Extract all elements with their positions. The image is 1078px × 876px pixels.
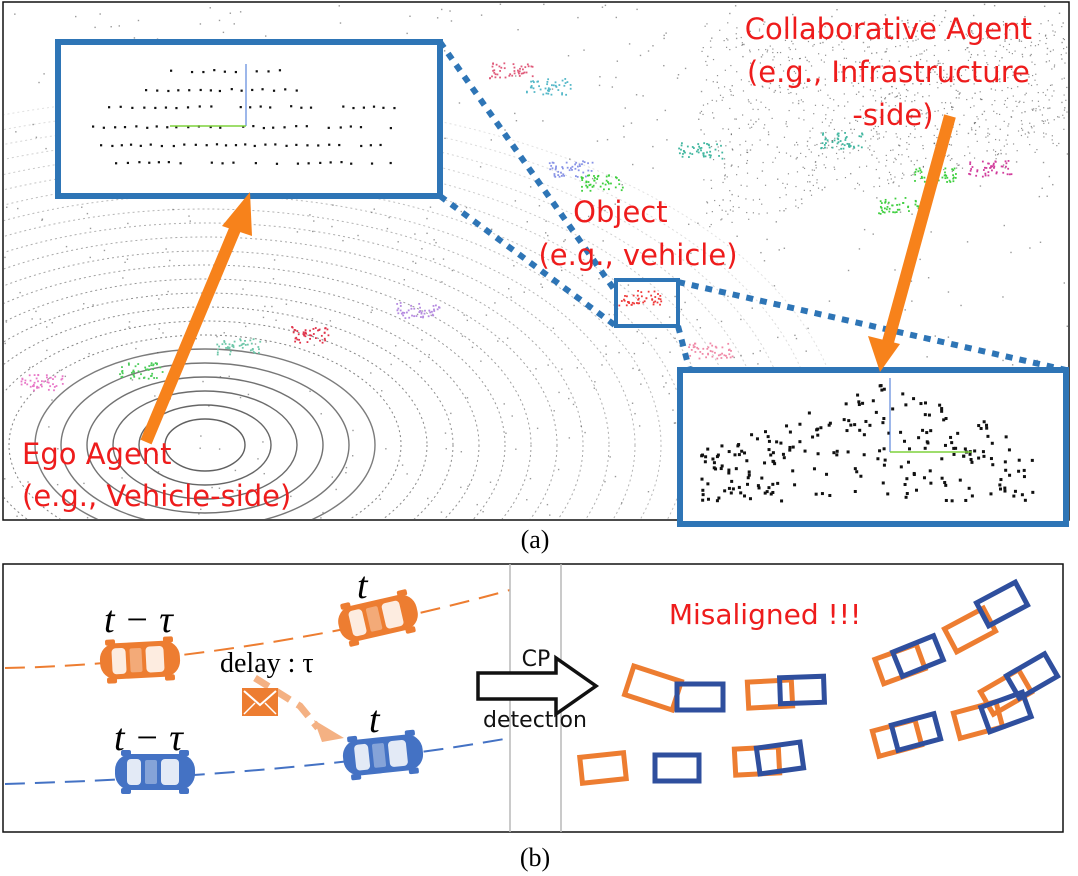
blue-box bbox=[1003, 650, 1061, 702]
blue-box bbox=[888, 710, 944, 754]
blue-box bbox=[674, 681, 726, 713]
delay-arrowhead bbox=[314, 720, 344, 742]
caption-a: (a) bbox=[521, 525, 550, 554]
blue-box bbox=[753, 739, 807, 777]
orange-car-past bbox=[98, 635, 182, 685]
zoom-connector-line bbox=[437, 40, 619, 294]
blue-box bbox=[776, 673, 828, 707]
orange-box bbox=[744, 677, 796, 711]
detection-label: detection bbox=[483, 708, 587, 733]
blue-box bbox=[889, 632, 947, 680]
misaligned-label: Misaligned !!! bbox=[669, 598, 861, 631]
ego-zoom-inset bbox=[55, 39, 443, 199]
collab-agent-label: Collaborative Agent (e.g., Infrastructur… bbox=[745, 12, 1041, 132]
caption-b: (b) bbox=[520, 843, 550, 872]
misaligned-box-pairs bbox=[577, 578, 1061, 786]
ego-agent-label: Ego Agent (e.g., Vehicle-side) bbox=[22, 437, 291, 513]
object-highlight-box bbox=[614, 278, 680, 328]
collab-zoom-inset bbox=[677, 367, 1069, 527]
blue-box bbox=[977, 689, 1035, 735]
orange-box bbox=[941, 604, 999, 656]
orange-t-label: t bbox=[357, 565, 369, 607]
orange-box bbox=[950, 698, 1006, 742]
orange-box bbox=[577, 750, 629, 786]
collab-arrow bbox=[868, 114, 956, 372]
envelope-icon bbox=[242, 688, 278, 716]
orange-trajectory bbox=[4, 589, 511, 669]
blue-t-label: t bbox=[369, 699, 381, 741]
panel-b: t − τ t t − τ t delay : τ CP detection M… bbox=[2, 563, 1064, 833]
delay-message-path bbox=[253, 675, 321, 731]
ego-arrow bbox=[140, 192, 252, 445]
zoom-connector-line bbox=[677, 279, 1067, 373]
cp-label: CP bbox=[522, 647, 551, 672]
delay-label: delay : τ bbox=[220, 648, 314, 679]
cp-detection-arrow bbox=[476, 654, 600, 718]
orange-t-tau-label: t − τ bbox=[104, 599, 174, 641]
zoom-connector-line bbox=[438, 193, 618, 329]
blue-box bbox=[973, 578, 1031, 630]
object-label: Object (e.g., vehicle) bbox=[538, 195, 737, 272]
blue-t-tau-label: t − τ bbox=[114, 717, 184, 759]
panel-a: Collaborative Agent (e.g., Infrastructur… bbox=[2, 1, 1070, 527]
blue-trajectory bbox=[4, 737, 511, 785]
blue-box bbox=[652, 752, 702, 784]
